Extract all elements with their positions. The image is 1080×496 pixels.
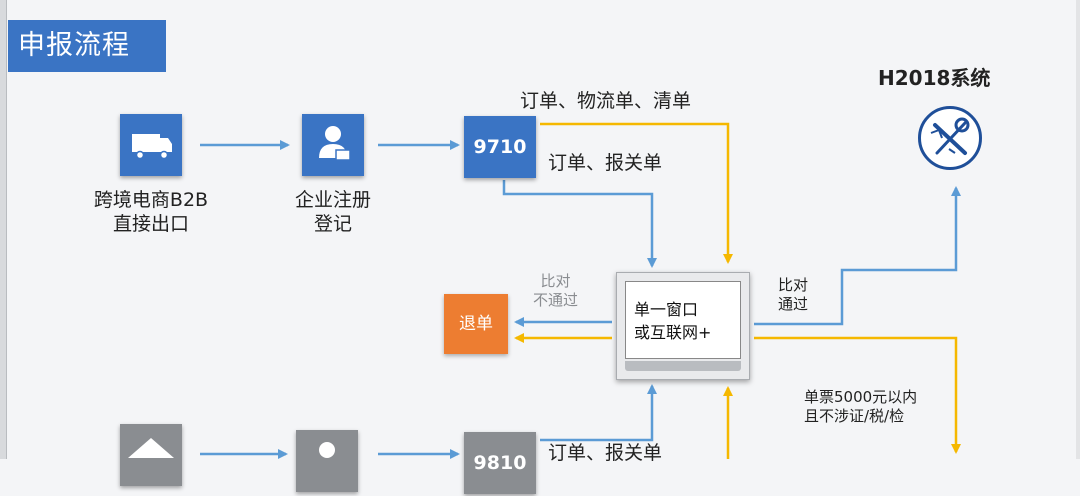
person-icon: [296, 430, 358, 492]
label-order-declaration-9810: 订单、报关单: [548, 442, 663, 464]
monitor-base: [625, 361, 741, 371]
monitor-screen: 单一窗口 或互联网+: [625, 281, 741, 359]
node-registration-label: 企业注册 登记: [294, 189, 371, 235]
person-at-desk-icon: [302, 114, 364, 176]
flow-connectors: [200, 122, 961, 459]
system-title: H2018系统: [878, 66, 991, 90]
arrow-9710-yellow: [540, 122, 733, 264]
single-window-label: 单一窗口 或互联网+: [634, 300, 712, 342]
arrow-threshold-yellow: [754, 336, 961, 454]
arrow-pass-blue: [754, 186, 961, 326]
page-title: 申报流程: [8, 20, 166, 72]
code-9810-box: 9810: [464, 432, 536, 494]
arrow-9810-blue: [540, 384, 657, 442]
return-box: 退单: [444, 294, 508, 354]
computer-monitor-icon: 单一窗口 或互联网+: [616, 272, 750, 380]
arrow-9710-blue: [502, 180, 657, 268]
node-b2b-export-label: 跨境电商B2B 直接出口: [93, 189, 209, 235]
truck-icon: [120, 114, 182, 176]
customs-emblem-icon: [918, 106, 982, 170]
warehouse-icon: [120, 424, 182, 486]
left-border: [0, 0, 7, 459]
label-compare-pass: 比对 通过: [778, 276, 809, 313]
code-9710-box: 9710: [464, 116, 536, 178]
label-threshold: 单票5000元以内 且不涉证/税/检: [804, 388, 918, 425]
label-compare-fail: 比对 不通过: [533, 272, 579, 309]
right-border: [1076, 0, 1080, 459]
label-order-logistics-list: 订单、物流单、清单: [520, 90, 692, 112]
label-order-declaration: 订单、报关单: [548, 152, 663, 174]
